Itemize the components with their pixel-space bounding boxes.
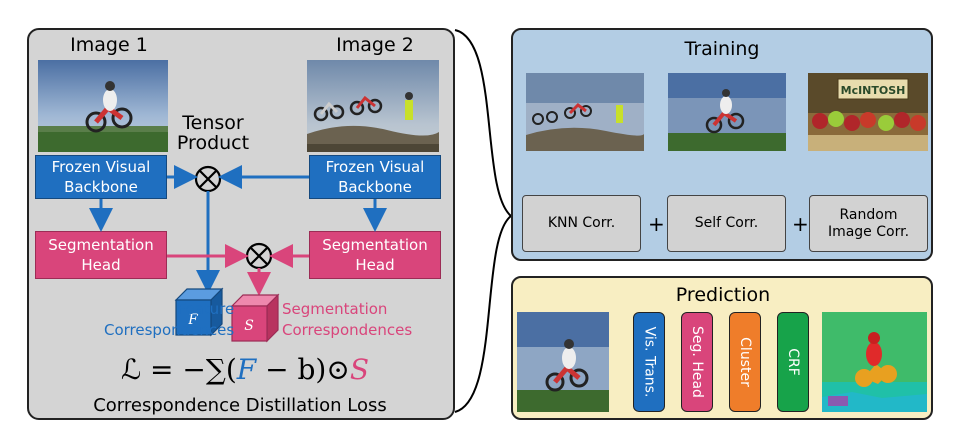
feature-correspondences-label: Feature Correspondences xyxy=(104,300,235,339)
step-crf-label: CRF xyxy=(785,348,801,376)
loss-middle: − b)⊙ xyxy=(256,353,350,386)
step-vis-trans: Vis. Trans. xyxy=(633,312,665,412)
loss-caption: Correspondence Distillation Loss xyxy=(93,395,387,416)
training-image-2 xyxy=(668,73,786,151)
image1-photo xyxy=(38,60,168,152)
frozen-backbone-left: Frozen Visual Backbone xyxy=(35,155,167,199)
self-corr-box: Self Corr. xyxy=(667,195,786,252)
step-cluster-label: Cluster xyxy=(737,337,754,387)
segmentation-head-left: Segmentation Head xyxy=(35,231,167,279)
feature-cube: F xyxy=(174,287,224,337)
image2-label: Image 2 xyxy=(336,34,414,56)
random-image-corr-box: Random Image Corr. xyxy=(809,195,928,252)
training-title: Training xyxy=(684,38,760,60)
plus-sign-1: + xyxy=(648,212,665,236)
step-vis-trans-label: Vis. Trans. xyxy=(641,326,657,398)
cube-f-label: F xyxy=(187,312,199,328)
loss-f-symbol: F xyxy=(236,353,257,386)
prediction-title: Prediction xyxy=(675,284,771,306)
frozen-backbone-right: Frozen Visual Backbone xyxy=(309,155,441,199)
loss-prefix: ℒ = −∑( xyxy=(120,353,237,386)
training-image-1 xyxy=(526,73,644,151)
loss-formula: ℒ = −∑(F − b)⊙S xyxy=(100,353,390,386)
step-seg-head-label: Seg. Head xyxy=(689,326,705,398)
knn-corr-box: KNN Corr. xyxy=(522,195,641,252)
training-image-3: McINTOSH xyxy=(808,73,928,151)
apple-sign-text: McINTOSH xyxy=(841,84,906,97)
panel-brace xyxy=(454,29,513,413)
tensor-operator-bottom xyxy=(245,242,273,270)
segmentation-head-right: Segmentation Head xyxy=(309,231,441,279)
image2-photo xyxy=(307,60,439,152)
step-crf: CRF xyxy=(777,312,809,412)
prediction-output-segmentation xyxy=(822,312,927,412)
plus-sign-2: + xyxy=(792,212,809,236)
prediction-input-image xyxy=(517,312,609,412)
segmentation-correspondences-label: Segmentation Correspondences xyxy=(282,300,413,339)
step-seg-head: Seg. Head xyxy=(681,312,713,412)
tensor-product-label: Tensor Product xyxy=(176,112,250,154)
cube-s-label: S xyxy=(244,318,254,334)
step-cluster: Cluster xyxy=(729,312,761,412)
segmentation-cube: S xyxy=(230,293,280,343)
image1-label: Image 1 xyxy=(70,34,148,56)
tensor-operator-top xyxy=(194,165,222,193)
loss-s-symbol: S xyxy=(349,353,369,386)
